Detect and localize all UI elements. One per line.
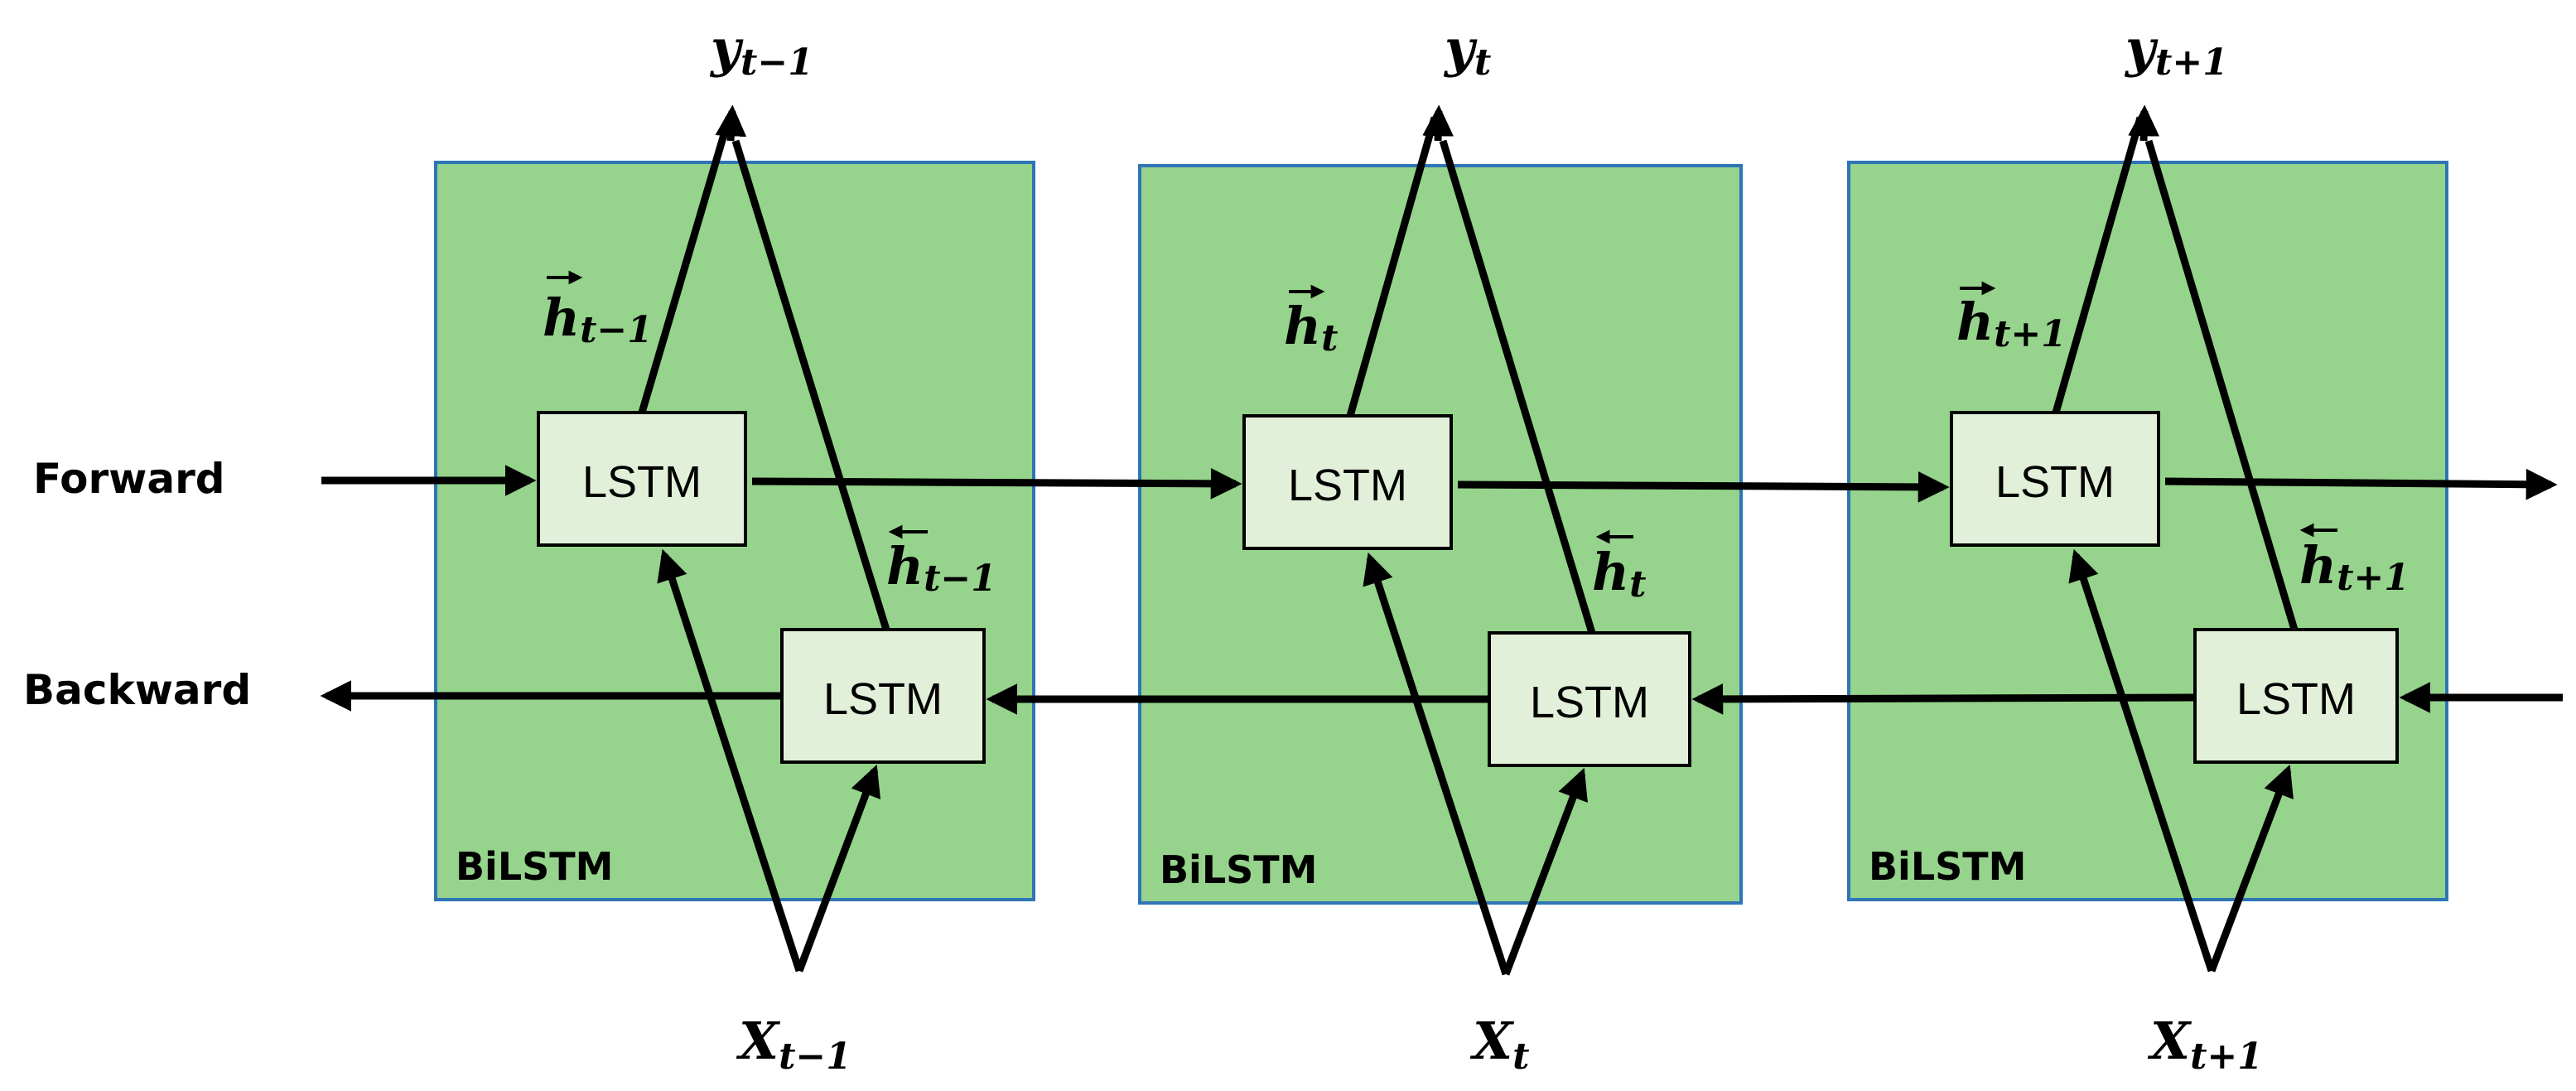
svg-text:ht+1: ht+1 (1956, 292, 2067, 355)
output-label: yt−1 (709, 18, 813, 84)
output-label: yt+1 (2124, 18, 2228, 84)
forward-link-arrow (751, 467, 1242, 500)
input-to-backward-arrow (795, 764, 881, 973)
forward-hidden-state-label: ht+1 (1956, 281, 2067, 355)
forward-lstm-label: LSTM (582, 457, 702, 507)
forward-lstm-unit (1242, 414, 1453, 550)
backward-hidden-state-label: ht+1 (2299, 523, 2410, 599)
forward-to-output-arrow (1346, 116, 1439, 418)
backward-lstm-unit (1488, 631, 1691, 767)
backward-direction-label: Backward (23, 666, 251, 714)
bilstm-cell: BiLSTM LSTM LSTM yt+1 Xt+1 ht+1 ht+1 (1847, 18, 2448, 1078)
forward-to-output-arrow (2052, 116, 2144, 414)
forward-lstm-label: LSTM (1995, 457, 2115, 507)
input-label: Xt−1 (736, 1011, 851, 1078)
backward-to-output-arrow (731, 139, 890, 631)
backward-link-arrow (1691, 683, 2196, 715)
forward-to-output-arrow (638, 116, 733, 414)
bilstm-block-label: BiLSTM (456, 844, 613, 889)
backward-lstm-label: LSTM (2236, 674, 2356, 724)
input-to-forward-arrow (1363, 552, 1510, 976)
svg-text:ht−1: ht−1 (886, 536, 996, 600)
input-to-forward-arrow (2068, 548, 2216, 973)
bilstm-block-label: BiLSTM (1160, 847, 1317, 892)
output-arrowhead (715, 104, 747, 142)
bilstm-block-label: BiLSTM (1869, 844, 2026, 889)
svg-text:ht+1: ht+1 (2299, 535, 2410, 599)
backward-lstm-label: LSTM (823, 674, 943, 724)
forward-exit-arrow (2164, 468, 2558, 500)
svg-text:ht: ht (1592, 542, 1646, 606)
svg-text:ht−1: ht−1 (543, 287, 653, 351)
backward-hidden-state-label: ht−1 (886, 524, 996, 600)
forward-hidden-state-label: ht−1 (543, 270, 653, 351)
bilstm-cell: BiLSTM LSTM LSTM yt Xt ht ht (1138, 18, 1743, 1078)
backward-lstm-label: LSTM (1530, 678, 1649, 727)
input-to-backward-arrow (2207, 764, 2294, 973)
output-arrowhead (1422, 104, 1454, 142)
forward-lstm-unit (1950, 411, 2160, 547)
forward-hidden-state-label: ht (1284, 284, 1338, 360)
input-label: Xt+1 (2147, 1011, 2263, 1078)
output-label: yt (1443, 18, 1491, 84)
forward-link-arrow (1457, 471, 1950, 503)
backward-to-output-arrow (1439, 139, 1596, 635)
input-to-forward-arrow (657, 548, 803, 973)
input-label: Xt (1469, 1011, 1529, 1078)
backward-lstm-unit (2193, 628, 2399, 764)
forward-lstm-unit (537, 411, 747, 547)
svg-text:ht: ht (1284, 296, 1338, 360)
bilstm-cell: BiLSTM LSTM LSTM yt−1 Xt−1 ht−1 ht−1 (434, 18, 1035, 1078)
backward-to-output-arrow (2144, 139, 2299, 631)
input-to-backward-arrow (1502, 767, 1588, 976)
backward-hidden-state-label: ht (1592, 529, 1646, 606)
forward-lstm-label: LSTM (1288, 461, 1407, 510)
forward-direction-label: Forward (33, 455, 225, 503)
